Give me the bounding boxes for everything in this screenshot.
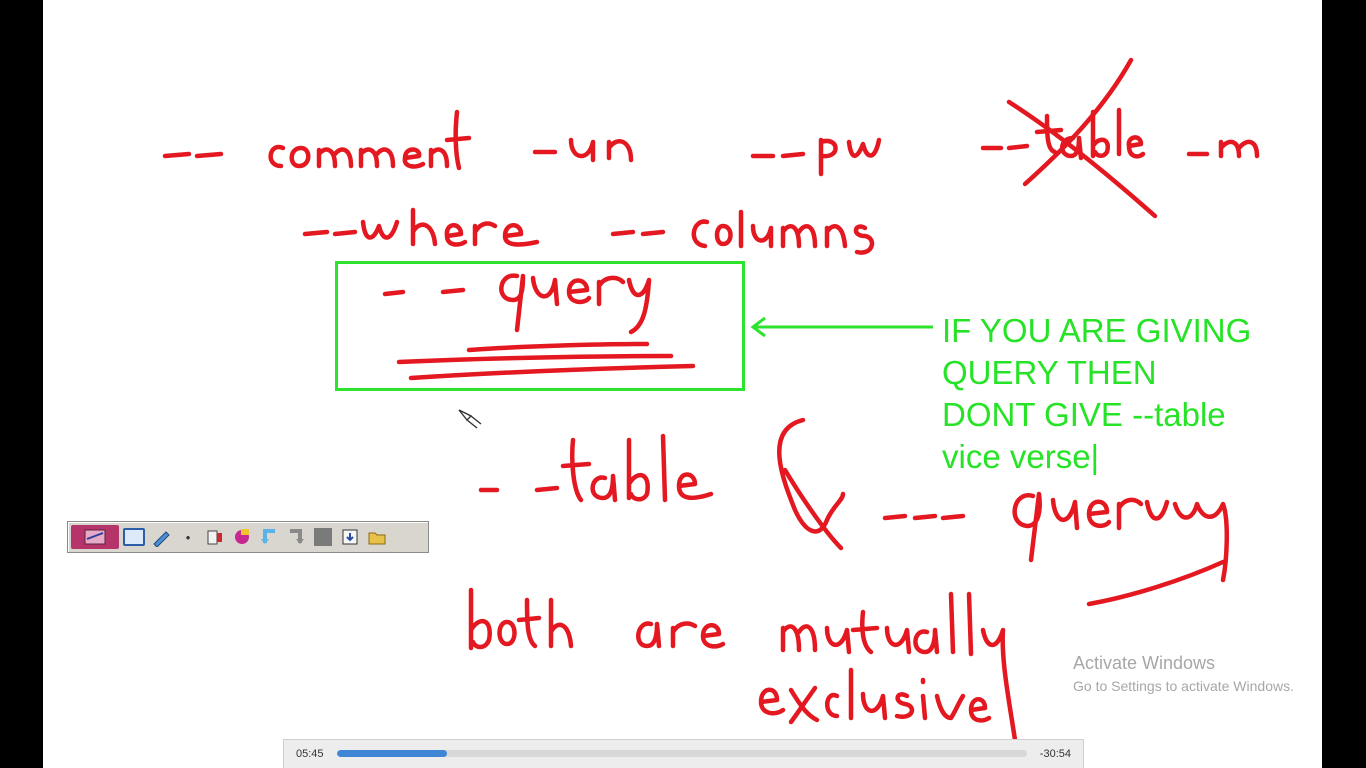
pen-palette-icon[interactable] xyxy=(71,525,119,549)
ink-table-and-query xyxy=(478,417,1230,607)
activate-windows-watermark: Activate Windows Go to Settings to activ… xyxy=(1073,652,1294,695)
highlighter-icon[interactable] xyxy=(203,525,227,549)
redo-icon[interactable] xyxy=(284,525,308,549)
screen-icon[interactable] xyxy=(122,525,146,549)
pen-toolbar: • xyxy=(67,521,429,553)
watermark-title: Activate Windows xyxy=(1073,653,1216,673)
seek-progress xyxy=(337,750,448,757)
ink-pw xyxy=(750,137,882,177)
pen-cursor-icon xyxy=(458,409,482,429)
arrow-icon xyxy=(750,316,933,338)
ink-un xyxy=(532,137,634,163)
whiteboard-canvas[interactable]: IF YOU ARE GIVING QUERY THEN DONT GIVE -… xyxy=(43,0,1322,768)
annotation-line-4: vice verse| xyxy=(942,438,1100,475)
undo-icon[interactable] xyxy=(257,525,281,549)
marker-icon[interactable] xyxy=(149,525,173,549)
ink-m xyxy=(1186,139,1260,159)
highlight-box xyxy=(335,261,745,391)
remaining-time: -30:54 xyxy=(1039,748,1071,760)
ink-query-boxed xyxy=(382,273,696,381)
annotation-text: IF YOU ARE GIVING QUERY THEN DONT GIVE -… xyxy=(942,310,1314,478)
annotation-line-1: IF YOU ARE GIVING xyxy=(942,312,1252,349)
seek-bar[interactable] xyxy=(337,750,1027,757)
ink-comment xyxy=(162,109,472,171)
ink-mutually-exclusive xyxy=(468,587,1024,751)
folder-icon[interactable] xyxy=(365,525,389,549)
ink-columns xyxy=(610,209,875,255)
annotation-line-2: QUERY THEN xyxy=(942,354,1157,391)
save-icon[interactable] xyxy=(338,525,362,549)
ink-table-crossed xyxy=(980,57,1158,219)
stop-icon[interactable] xyxy=(311,525,335,549)
annotation-line-3: DONT GIVE --table xyxy=(942,396,1226,433)
ink-where xyxy=(302,207,540,247)
dot-icon[interactable]: • xyxy=(185,529,191,545)
watermark-subtitle: Go to Settings to activate Windows. xyxy=(1073,678,1294,694)
handwritten-ink xyxy=(162,57,1260,751)
elapsed-time: 05:45 xyxy=(296,748,324,760)
video-player-bar: 05:45 -30:54 xyxy=(283,739,1084,768)
eraser-icon[interactable] xyxy=(230,525,254,549)
